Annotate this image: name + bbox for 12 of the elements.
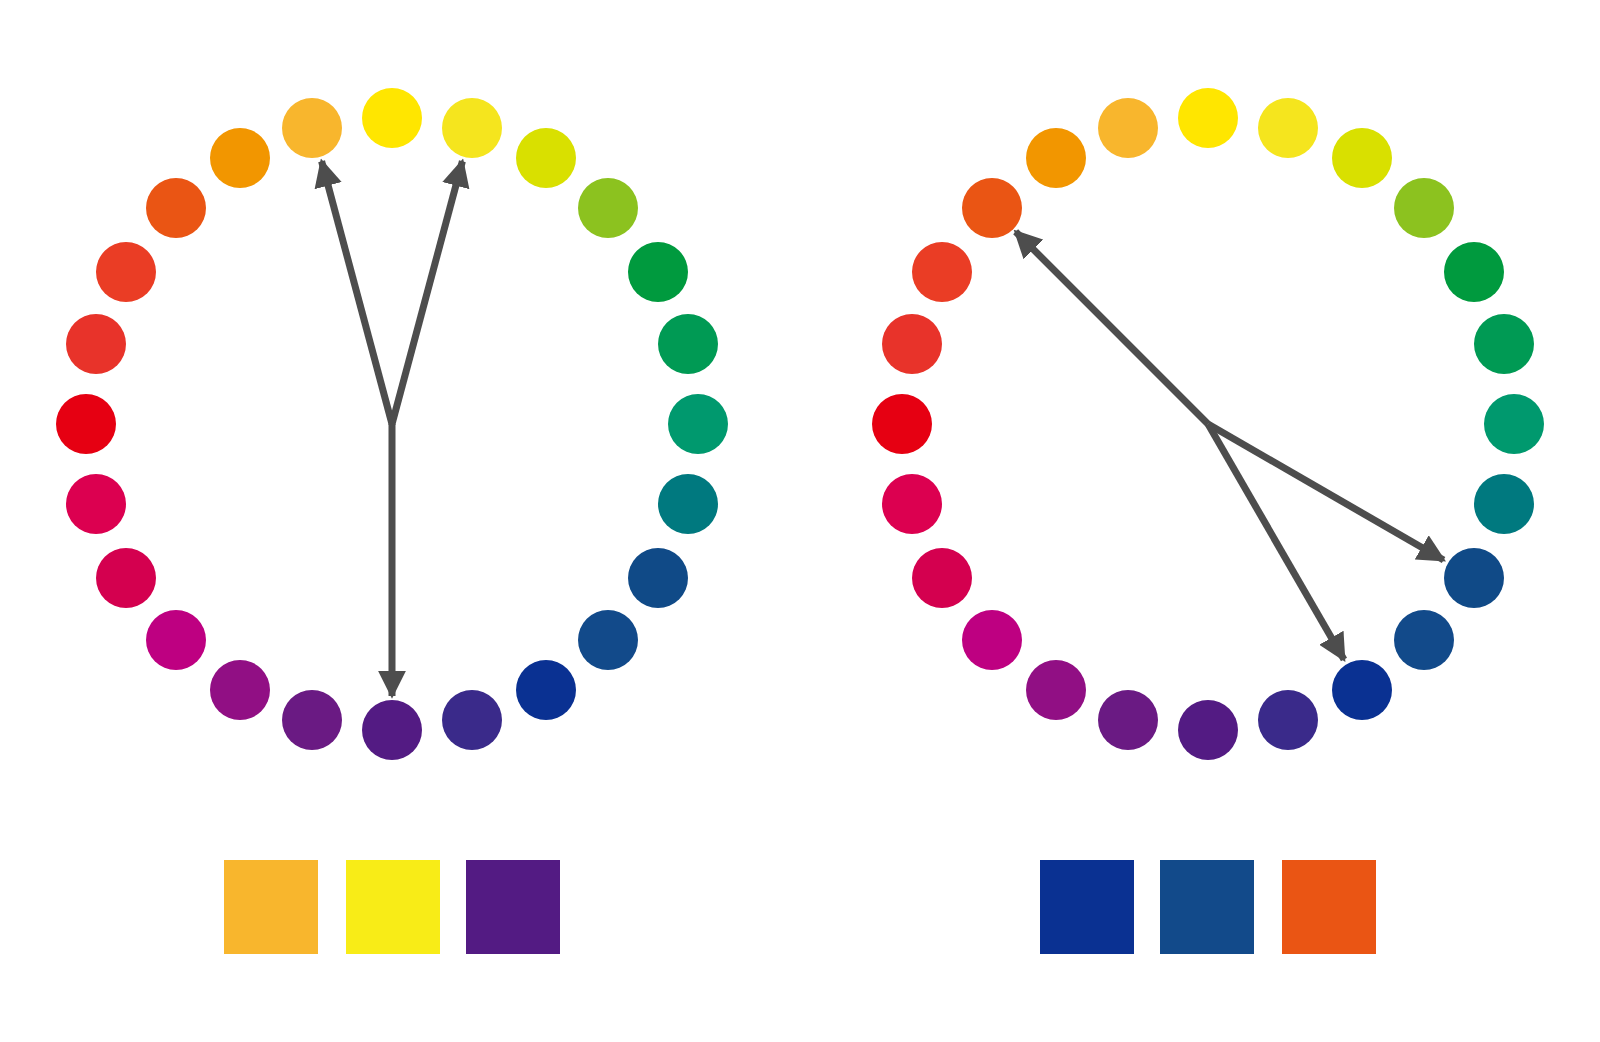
- arrow: [314, 158, 396, 425]
- arrow: [1204, 422, 1348, 662]
- color-swatch: [1040, 860, 1134, 954]
- color-swatch: [1160, 860, 1254, 954]
- arrow: [1013, 229, 1211, 427]
- arrow: [1206, 420, 1446, 564]
- color-swatch: [224, 860, 318, 954]
- arrow: [388, 158, 470, 425]
- arrow: [378, 424, 406, 699]
- color-swatch: [466, 860, 560, 954]
- color-swatch: [346, 860, 440, 954]
- color-swatch: [1282, 860, 1376, 954]
